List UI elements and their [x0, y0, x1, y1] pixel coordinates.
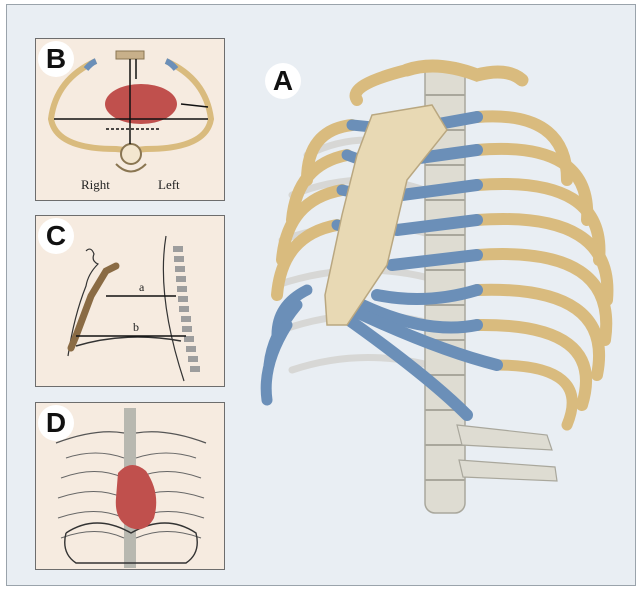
- panel-d-label: D: [38, 405, 74, 441]
- left-label: Left: [158, 177, 180, 192]
- panel-b: B Right Left: [35, 38, 225, 201]
- heart-shape: [105, 84, 177, 124]
- right-ribs: [271, 64, 413, 301]
- panel-c: C a b: [35, 215, 225, 387]
- panel-a-label: A: [265, 63, 301, 99]
- first-rib: [400, 59, 529, 87]
- frontal-chest-outline: [55, 408, 207, 568]
- heart-shape: [115, 464, 157, 530]
- sagittal-chest-outline: [67, 235, 200, 382]
- right-label: Right: [81, 177, 110, 192]
- panel-c-label: C: [38, 218, 74, 254]
- sternum: [324, 104, 448, 326]
- vertebral-column: [424, 62, 558, 514]
- figure-frame: A B Right Left: [6, 4, 636, 586]
- panel-d: D: [35, 402, 225, 570]
- rib-cage-illustration: [260, 59, 614, 514]
- left-ribs: [471, 110, 614, 431]
- costal-cartilage-left: [336, 111, 503, 421]
- thorax-cross-section: [47, 50, 215, 173]
- distance-b-label: b: [133, 320, 139, 334]
- distance-a-label: a: [139, 280, 145, 294]
- panel-b-label: B: [38, 41, 74, 77]
